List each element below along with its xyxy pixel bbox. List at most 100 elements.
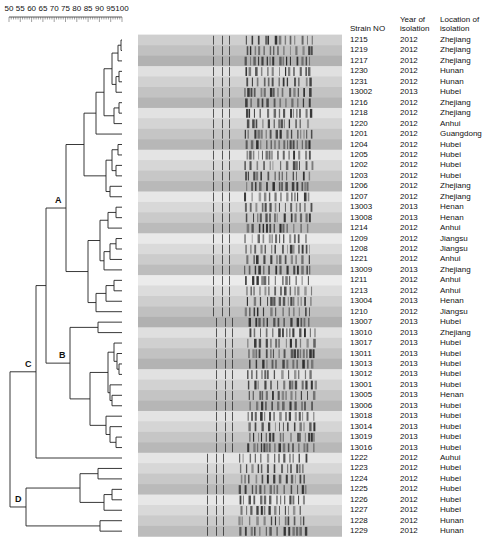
dendrogram-branch: [116, 207, 122, 208]
strain-number: 1225: [350, 484, 368, 494]
isolation-year: 2012: [400, 66, 418, 76]
gel-lane: [138, 181, 342, 192]
gel-band: [279, 98, 281, 107]
gel-band: [282, 245, 284, 254]
gel-band: [249, 266, 251, 275]
gel-band: [294, 422, 296, 431]
gel-band: [280, 193, 281, 202]
gel-band: [294, 36, 296, 45]
gel-band: [305, 527, 307, 536]
scale-number: 55: [16, 4, 25, 14]
gel-band: [261, 422, 263, 431]
gel-band: [244, 234, 246, 243]
gel-band: [264, 276, 267, 285]
gel-band: [222, 307, 223, 316]
gel-band: [279, 172, 280, 181]
gel-band: [222, 119, 223, 128]
gel-band: [264, 193, 266, 202]
gel-band: [284, 527, 286, 536]
gel-band: [253, 255, 254, 264]
gel-band: [306, 130, 308, 139]
isolation-location: Henan: [440, 390, 464, 400]
gel-band: [253, 57, 255, 66]
isolation-location: Zhejiang: [440, 181, 471, 191]
gel-lane: [138, 265, 342, 276]
dendrogram-branch: [116, 447, 122, 448]
gel-band: [222, 276, 223, 285]
gel-band: [248, 130, 249, 139]
isolation-location: Hubei: [440, 422, 461, 432]
isolation-location: Hunan: [440, 66, 464, 76]
gel-band: [263, 234, 265, 243]
isolation-location: Hubei: [440, 359, 461, 369]
ruler-tick: [115, 17, 116, 20]
gel-band: [299, 307, 300, 316]
gel-band: [255, 203, 257, 212]
gel-band: [245, 67, 247, 76]
gel-band: [309, 78, 311, 87]
gel-band: [265, 213, 267, 222]
dendrogram-branch: [110, 243, 116, 244]
dendrogram-branch: [88, 240, 100, 241]
dendrogram-branch: [110, 384, 122, 385]
gel-band: [286, 193, 288, 202]
gel-band: [213, 88, 214, 97]
gel-band: [309, 349, 312, 358]
gel-band: [260, 412, 263, 421]
gel-band: [267, 370, 269, 379]
gel-band: [245, 527, 247, 536]
isolation-year: 2012: [400, 474, 418, 484]
gel-band: [272, 360, 274, 369]
gel-band: [278, 339, 279, 348]
gel-band: [274, 412, 275, 421]
gel-band: [269, 161, 271, 170]
ruler-tick: [24, 17, 25, 20]
gel-band: [253, 287, 255, 296]
gel-band: [249, 328, 251, 337]
gel-band: [254, 130, 256, 139]
gel-band: [279, 224, 281, 233]
gel-band: [246, 464, 247, 473]
dendrogram-branch: [112, 489, 122, 490]
gel-band: [287, 224, 288, 233]
gel-band: [246, 109, 248, 118]
gel-band: [301, 276, 303, 285]
gel-band: [244, 475, 246, 484]
gel-band: [213, 182, 214, 191]
dendrogram-branch: [80, 473, 98, 474]
gel-lane: [138, 359, 342, 370]
gel-band: [216, 433, 217, 442]
gel-band: [282, 172, 283, 181]
gel-band: [229, 245, 230, 254]
gel-band: [309, 255, 310, 264]
gel-band: [216, 464, 217, 473]
gel-band: [295, 119, 297, 128]
gel-band: [278, 391, 280, 400]
gel-band: [222, 88, 223, 97]
gel-band: [279, 203, 280, 212]
ruler-tick: [36, 17, 37, 20]
gel-band: [273, 475, 275, 484]
gel-band: [294, 193, 296, 202]
gel-band: [266, 527, 267, 536]
gel-band: [240, 506, 242, 515]
ruler-tick: [40, 17, 41, 20]
ruler-tick: [27, 17, 28, 20]
gel-band: [267, 67, 269, 76]
gel-band: [296, 255, 297, 264]
isolation-year: 2012: [400, 119, 418, 129]
gel-band: [293, 88, 295, 97]
gel-band: [251, 370, 253, 379]
gel-band: [250, 506, 252, 515]
gel-band: [213, 78, 214, 87]
gel-band: [257, 78, 259, 87]
isolation-location: Auhui: [440, 453, 460, 463]
gel-band: [213, 224, 214, 233]
gel-band: [293, 454, 294, 463]
gel-band: [254, 307, 255, 316]
dendrogram-branch: [117, 353, 122, 354]
gel-band: [305, 213, 307, 222]
gel-lane: [138, 45, 342, 56]
gel-band: [274, 193, 276, 202]
gel-band: [309, 98, 311, 107]
